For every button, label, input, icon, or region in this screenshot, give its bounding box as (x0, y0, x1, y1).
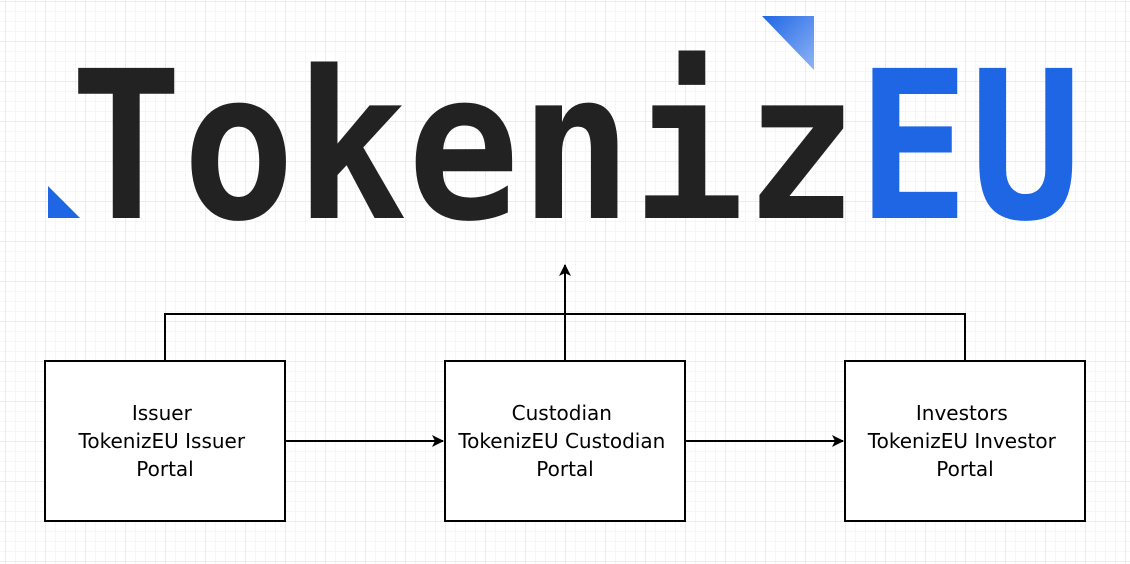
node-investors-line-1: Investors (916, 401, 1008, 425)
logo-text-accent: EU (857, 27, 1082, 267)
node-issuer-line-3: Portal (136, 457, 193, 481)
node-issuer-label: Issuer TokenizEU Issuer Portal (78, 401, 252, 481)
node-custodian-box (444, 360, 686, 522)
logo-corner-mark-top-right (762, 16, 814, 70)
node-issuer[interactable]: Issuer TokenizEU Issuer Portal (44, 360, 286, 522)
node-investors-line-3: Portal (936, 457, 993, 481)
node-investors-box (844, 360, 1086, 522)
node-issuer-box (44, 360, 286, 522)
node-custodian-line-2: TokenizEU Custodian (457, 429, 665, 453)
node-custodian-line-3: Portal (536, 457, 593, 481)
logo-text-main: Tokeniz (70, 27, 857, 267)
connector-issuer-to-bus (164, 313, 565, 361)
connectors (164, 264, 966, 447)
node-issuer-line-2: TokenizEU Issuer (78, 429, 246, 453)
logo-corner-mark-bottom-left (48, 186, 80, 218)
node-custodian-line-1: Custodian (512, 401, 612, 425)
node-custodian-label: Custodian TokenizEU Custodian Portal (457, 401, 671, 481)
node-custodian[interactable]: Custodian TokenizEU Custodian Portal (444, 360, 686, 522)
node-investors[interactable]: Investors TokenizEU Investor Portal (844, 360, 1086, 522)
node-investors-line-2: TokenizEU Investor (867, 429, 1057, 453)
logo-wordmark: TokenizEU (70, 27, 1082, 267)
logo: TokenizEU (48, 16, 1082, 267)
node-investors-label: Investors TokenizEU Investor Portal (867, 401, 1062, 481)
node-issuer-line-1: Issuer (132, 401, 193, 425)
connector-investors-to-bus (565, 313, 966, 361)
